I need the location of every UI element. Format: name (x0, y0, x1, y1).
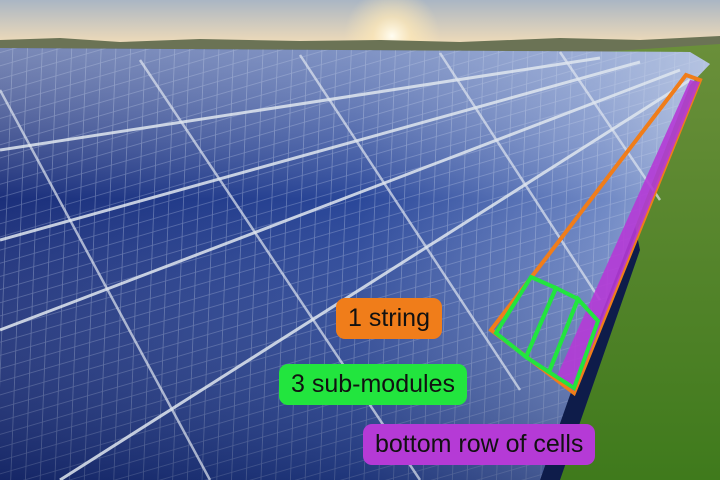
module-seams (0, 51, 662, 480)
sub-module-outlines (493, 274, 601, 392)
string-outline (488, 72, 703, 397)
sub-modules-label: 3 sub-modules (279, 364, 467, 405)
panel-sheen (0, 48, 710, 480)
string-label: 1 string (336, 298, 442, 339)
tree-line (0, 36, 720, 52)
bottom-row-label: bottom row of cells (363, 424, 596, 465)
row-frames (0, 56, 691, 480)
grass-field (560, 44, 720, 480)
